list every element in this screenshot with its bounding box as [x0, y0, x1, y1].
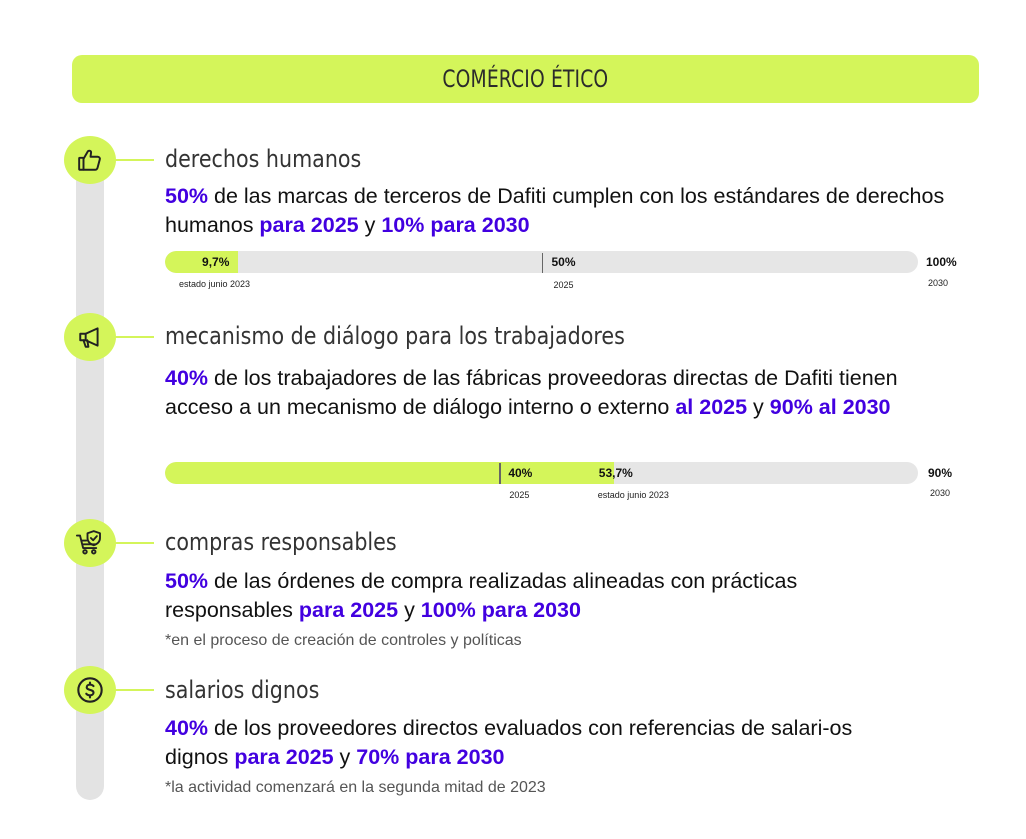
page-title: COMÉRCIO ÉTICO	[442, 65, 609, 93]
dollar-coin-icon	[77, 677, 103, 703]
connector-line	[112, 336, 154, 338]
highlight-text: 100% para 2030	[420, 598, 581, 622]
end-sublabel: 2030	[930, 488, 951, 498]
highlight-text: para 2025	[234, 745, 334, 769]
body-text: y	[358, 213, 382, 237]
body-text: de las órdenes de compra realizadas alin…	[165, 569, 798, 622]
connector-line	[112, 689, 154, 691]
cart-shield-icon-badge	[64, 519, 116, 567]
target-marker	[541, 253, 543, 273]
body-text: de los trabajadores de las fábricas prov…	[165, 366, 898, 419]
highlight-text: 50%	[165, 184, 209, 208]
progress-fill	[165, 462, 614, 484]
highlight-text: 10% para 2030	[381, 213, 530, 237]
section-description: 40% de los proveedores directos evaluado…	[165, 714, 910, 772]
section-title: compras responsables	[165, 528, 397, 556]
header-banner: COMÉRCIO ÉTICO	[72, 55, 979, 103]
target-sublabel: 2025	[509, 490, 530, 500]
footnote: *en el proceso de creación de controles …	[165, 632, 522, 649]
megaphone-icon	[79, 327, 99, 348]
footnote: *la actividad comenzará en la segunda mi…	[165, 779, 546, 796]
section-title: salarios dignos	[165, 676, 320, 704]
section-description: 50% de las marcas de terceros de Dafiti …	[165, 182, 955, 240]
highlight-text: 40%	[165, 716, 209, 740]
dollar-coin-icon-badge	[64, 666, 116, 714]
progress-bar	[165, 251, 918, 273]
end-value-label: 90%	[928, 466, 953, 480]
highlight-text: 50%	[165, 569, 209, 593]
current-sublabel: estado junio 2023	[179, 279, 251, 289]
section-title: derechos humanos	[165, 145, 362, 173]
end-value-label: 100%	[926, 255, 957, 269]
highlight-text: para 2025	[259, 213, 359, 237]
highlight-text: 90% al 2030	[769, 395, 891, 419]
connector-line	[112, 542, 154, 544]
section-description: 40% de los trabajadores de las fábricas …	[165, 364, 935, 422]
section-title: mecanismo de diálogo para los trabajador…	[165, 322, 625, 350]
target-value-label: 40%	[508, 466, 533, 480]
highlight-text: al 2025	[675, 395, 748, 419]
target-sublabel: 2025	[553, 280, 574, 290]
body-text: y	[333, 745, 357, 769]
body-text: de los proveedores directos evaluados co…	[165, 716, 853, 769]
section-description: 50% de las órdenes de compra realizadas …	[165, 567, 885, 625]
progress-fill	[165, 251, 239, 273]
body-text: y	[747, 395, 770, 419]
megaphone-icon-badge	[64, 313, 116, 361]
end-sublabel: 2030	[928, 278, 949, 288]
target-marker	[499, 463, 501, 484]
target-value-label: 50%	[551, 255, 576, 269]
current-value-label: 53,7%	[598, 466, 633, 480]
highlight-text: 40%	[165, 366, 209, 390]
thumbs-up-icon	[78, 149, 101, 171]
highlight-text: 70% para 2030	[356, 745, 505, 769]
body-text: de las marcas de terceros de Dafiti cump…	[165, 184, 945, 237]
current-sublabel: estado junio 2023	[597, 490, 669, 500]
highlight-text: para 2025	[298, 598, 399, 622]
cart-shield-icon	[75, 530, 101, 555]
progress-bar	[165, 462, 918, 484]
connector-line	[112, 159, 154, 161]
thumbs-up-icon-badge	[64, 136, 116, 184]
body-text: y	[398, 598, 421, 622]
current-value-label: 9,7%	[202, 255, 230, 269]
